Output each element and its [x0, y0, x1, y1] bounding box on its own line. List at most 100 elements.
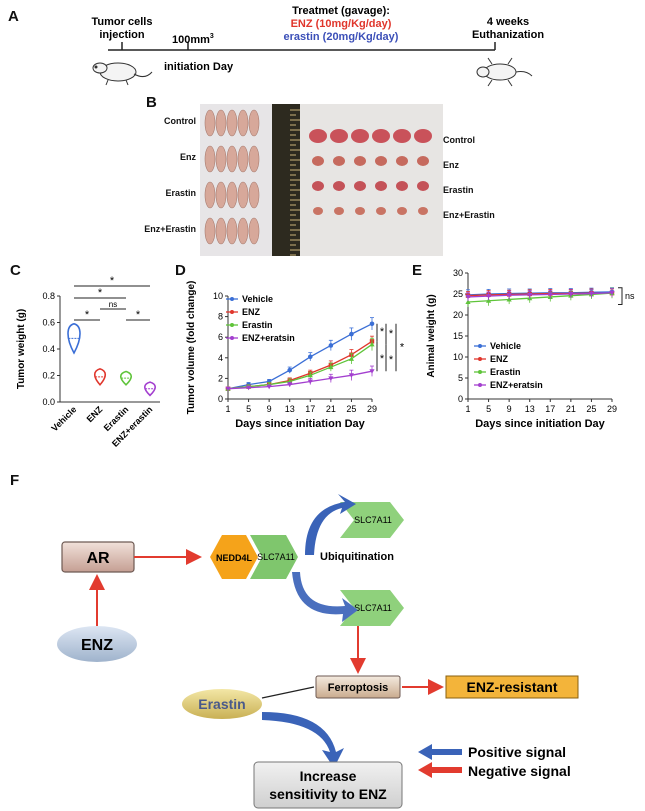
ytick-label: 15 — [453, 331, 463, 341]
mouse-photo — [204, 181, 216, 209]
ar-label: AR — [86, 550, 110, 567]
legend-marker — [478, 370, 482, 374]
xtick-label: 21 — [566, 404, 576, 414]
enz-label: ENZ — [81, 637, 113, 654]
sig-label: * — [400, 342, 405, 354]
erastin-to-ferroptosis-line — [261, 686, 315, 699]
mouse-photo — [226, 109, 238, 137]
chart-c-ytick: 0.4 — [42, 344, 55, 354]
tumor-photo-mark — [375, 156, 387, 166]
nedd4l-label: NEDD4L — [216, 553, 253, 563]
data-point — [266, 384, 272, 390]
enz-ellipse — [57, 626, 137, 662]
mouse-photo — [237, 217, 249, 245]
tumor-photo-mark — [312, 156, 324, 166]
xtick-label: 1 — [465, 404, 470, 414]
sig-label: * — [85, 309, 90, 321]
sig-label: * — [380, 326, 385, 338]
tumor-photo-mark — [375, 181, 387, 191]
ubiquitination-label: Ubiquitination — [320, 551, 394, 563]
data-point — [328, 376, 334, 381]
tumor-photo-mark — [414, 129, 432, 143]
series-line — [227, 370, 373, 390]
ytick-label: 4 — [218, 353, 223, 363]
tumor-row-label: Enz+Erastin — [443, 210, 495, 220]
nedd4l-hexagon — [210, 535, 258, 579]
legend-label: Vehicle — [490, 341, 521, 351]
mouse-photo — [248, 109, 260, 137]
data-point — [527, 292, 533, 298]
erastin-dose: erastin (20mg/Kg/day) — [284, 31, 399, 43]
increase-sensitivity-box — [253, 761, 403, 809]
erastin-label: Erastin — [198, 696, 245, 712]
tumor-photo-mark — [354, 156, 366, 166]
legend-marker — [478, 344, 482, 348]
erastin-down-arrow — [262, 712, 344, 768]
sig-label: * — [98, 287, 103, 299]
panel-letter-f: F — [10, 472, 20, 489]
mouse-photo — [248, 145, 260, 173]
mice-row-label: Enz — [179, 152, 196, 162]
ubiq-up-arrow — [305, 494, 356, 555]
sig-label: * — [389, 328, 394, 340]
chart-c-xtick: ENZ — [85, 404, 105, 424]
mouse-photo — [226, 181, 238, 209]
chart-c-ytick: 0.0 — [42, 397, 55, 407]
mouse-photo — [248, 181, 260, 209]
negative-signal-arrow-icon — [418, 762, 462, 778]
x-axis-label: Days since initiation Day — [235, 418, 365, 430]
tumor-photo-mark — [355, 207, 365, 215]
tumor-row-label: Enz — [443, 160, 460, 170]
slc7a11-bound-label: SLC7A11 — [257, 552, 295, 562]
positive-signal-arrow-icon — [418, 744, 462, 760]
legend-marker — [478, 383, 482, 387]
mouse-photo — [204, 145, 216, 173]
xtick-label: 5 — [246, 404, 251, 414]
xtick-label: 1 — [225, 404, 230, 414]
ytick-label: 25 — [453, 289, 463, 299]
xtick-label: 9 — [267, 404, 272, 414]
mouse-left-icon — [92, 62, 153, 86]
mouse-photo — [215, 145, 227, 173]
data-point — [547, 292, 553, 298]
tumor-photo-mark — [309, 129, 327, 143]
tumor-photo-mark — [396, 156, 408, 166]
tumor-photo-mark — [351, 129, 369, 143]
tumor-photo-mark — [396, 181, 408, 191]
data-point — [369, 341, 375, 347]
pathway-diagram: AR ENZ NEDD4L SLC7A11 SLC7A11 SLC7A11 Ub… — [57, 494, 579, 809]
ytick-label: 6 — [218, 332, 223, 342]
ytick-label: 2 — [218, 373, 223, 383]
chart-c-ytick: 0.6 — [42, 318, 55, 328]
panel-letter-e: E — [412, 262, 423, 279]
mouse-photo — [215, 217, 227, 245]
initiation-label: initiation Day — [164, 61, 234, 73]
tumor-photo-mark — [393, 129, 411, 143]
sig-bracket — [618, 287, 623, 305]
data-point — [485, 294, 492, 299]
data-point — [369, 321, 375, 327]
series-line — [227, 340, 373, 390]
legend-marker — [478, 357, 482, 361]
legend-marker — [230, 310, 234, 314]
panel-letter-a: A — [8, 8, 19, 25]
xtick-label: 29 — [607, 404, 617, 414]
violin-mark — [143, 381, 157, 397]
data-point — [328, 343, 334, 348]
mice-row-label: Enz+Erastin — [144, 224, 196, 234]
sig-label: * — [136, 309, 141, 321]
y-axis-label: Animal weight (g) — [426, 294, 437, 377]
ytick-label: 8 — [218, 312, 223, 322]
ytick-label: 10 — [453, 352, 463, 362]
data-point — [348, 356, 355, 361]
mice-row-label: Erastin — [165, 188, 196, 198]
xtick-label: 5 — [486, 404, 491, 414]
xtick-label: 13 — [525, 404, 535, 414]
chart-c-ytick: 0.8 — [42, 291, 55, 301]
legend-label: ENZ+eratsin — [242, 333, 295, 343]
legend-marker — [230, 336, 234, 340]
